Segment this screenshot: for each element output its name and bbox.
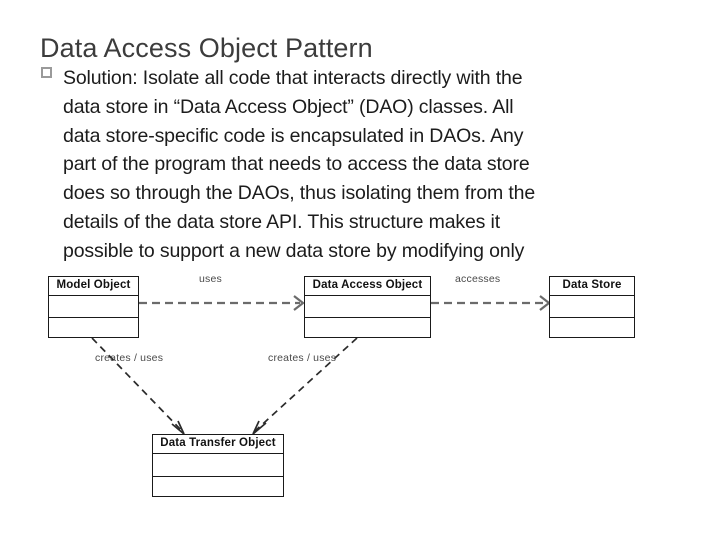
bullet-line: part of the program that needs to access… — [63, 153, 530, 176]
uml-attributes-compartment — [49, 296, 138, 318]
uml-class-model-object[interactable]: Model Object — [48, 276, 139, 338]
uml-class-name: Data Access Object — [305, 277, 430, 296]
uml-attributes-compartment — [305, 296, 430, 318]
body-content: Solution: Isolate all code that interact… — [41, 64, 691, 266]
bullet-line: data store in “Data Access Object” (DAO)… — [63, 95, 514, 118]
uml-attributes-compartment — [550, 296, 634, 318]
edge-label-creates-uses-left: creates / uses — [95, 352, 164, 364]
uml-class-data-store[interactable]: Data Store — [549, 276, 635, 338]
connector-uses — [139, 295, 305, 311]
uml-dao-diagram: Model Object Data Access Object Data Sto… — [0, 258, 720, 540]
uml-class-name: Model Object — [49, 277, 138, 296]
uml-operations-compartment — [49, 318, 138, 338]
hollow-square-bullet-icon — [41, 67, 52, 78]
uml-class-name: Data Transfer Object — [153, 435, 283, 454]
bullet-line: Solution: Isolate all code that interact… — [63, 67, 523, 89]
bullet-item-solution: Solution: Isolate all code that interact… — [41, 64, 691, 266]
bullet-line: details of the data store API. This stru… — [63, 210, 501, 233]
connector-accesses — [431, 295, 551, 311]
uml-operations-compartment — [305, 318, 430, 338]
page-title: Data Access Object Pattern — [40, 33, 373, 64]
edge-label-creates-uses-right: creates / uses — [268, 352, 337, 364]
uml-operations-compartment — [153, 477, 283, 497]
uml-attributes-compartment — [153, 454, 283, 477]
bullet-item-text: Solution: Isolate all code that interact… — [63, 64, 691, 266]
uml-operations-compartment — [550, 318, 634, 338]
bullet-line: does so through the DAOs, thus isolating… — [63, 182, 536, 205]
uml-class-data-transfer-object[interactable]: Data Transfer Object — [152, 434, 284, 497]
bullet-line: data store-specific code is encapsulated… — [63, 124, 524, 147]
edge-label-uses: uses — [199, 273, 222, 285]
edge-label-accesses: accesses — [455, 273, 501, 285]
uml-class-data-access-object[interactable]: Data Access Object — [304, 276, 431, 338]
bullet-line: possible to support a new data store by … — [63, 239, 525, 262]
uml-class-name: Data Store — [550, 277, 634, 296]
